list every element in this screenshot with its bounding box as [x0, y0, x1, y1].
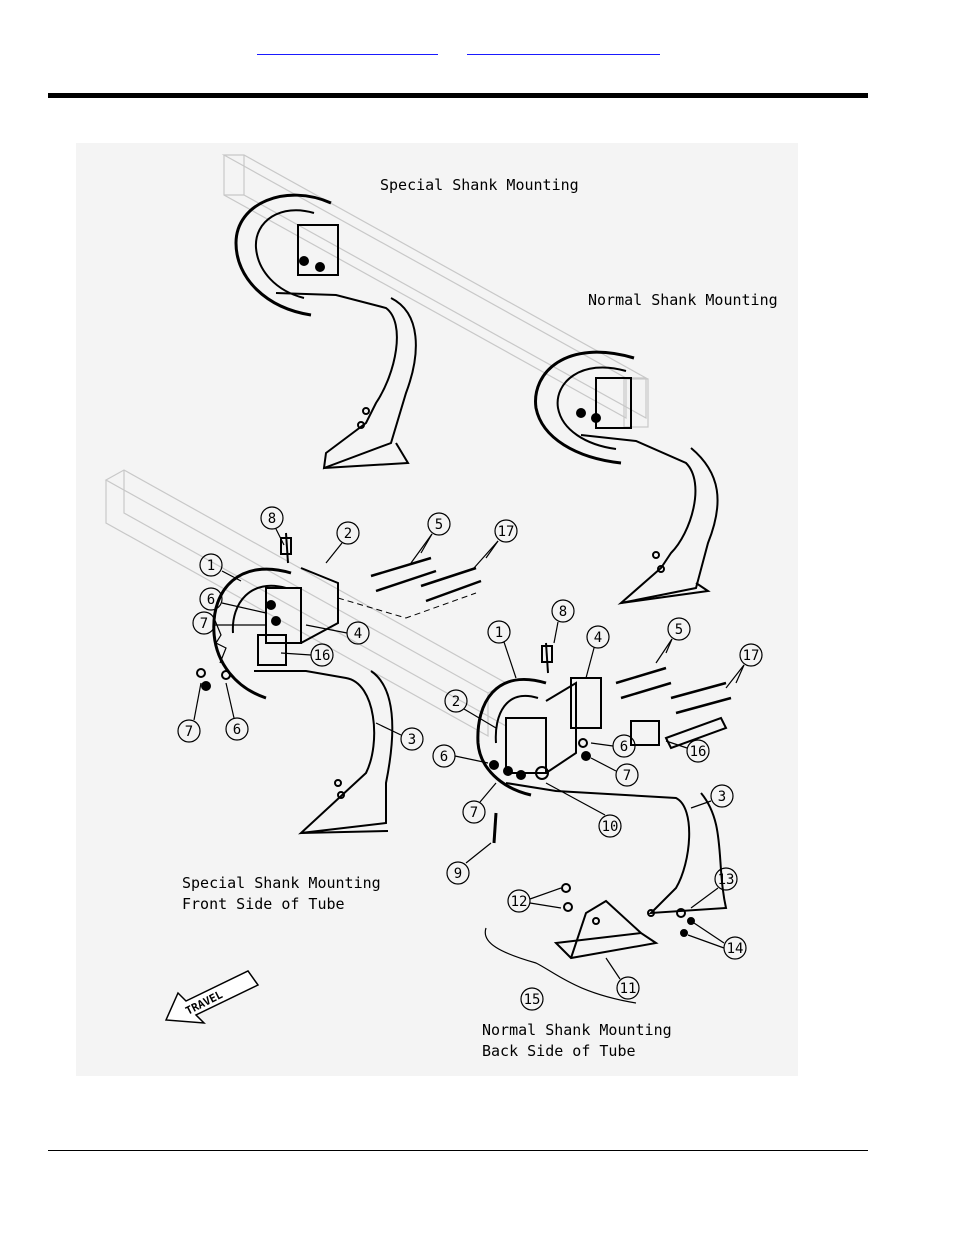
callout-7-left-lower: 7	[185, 724, 193, 740]
bottom-right-assembly	[476, 642, 732, 1004]
callout-17-left: 17	[498, 524, 515, 540]
callout-7-right: 7	[623, 768, 631, 784]
caption-special-top: Special Shank Mounting	[380, 176, 579, 194]
nav-link-2[interactable]	[467, 40, 660, 55]
callout-1-left: 1	[207, 558, 215, 574]
callout-14-right: 14	[727, 941, 744, 957]
callout-8-left: 8	[268, 511, 276, 527]
callout-5-left: 5	[435, 517, 443, 533]
caption-special-bottom-2: Front Side of Tube	[182, 895, 345, 913]
footer-rule	[48, 1150, 868, 1151]
callout-13-right: 13	[718, 872, 735, 888]
callout-16-left: 16	[314, 648, 331, 664]
callout-3-left: 3	[408, 732, 416, 748]
callout-6-left: 6	[207, 592, 215, 608]
tube-top	[221, 154, 649, 428]
callout-6-right-b: 6	[620, 739, 628, 755]
callout-1-right: 1	[495, 625, 503, 641]
caption-normal-bottom-2: Back Side of Tube	[482, 1042, 636, 1060]
callout-16-right: 16	[690, 744, 707, 760]
caption-normal-top: Normal Shank Mounting	[588, 291, 778, 309]
callout-11-right: 11	[620, 981, 637, 997]
travel-arrow: TRAVEL	[164, 970, 260, 1024]
header-rule	[48, 93, 868, 98]
parts-diagram: 8 2 1 6 7 4 16 7 6 3 5 17 8 4 5 17 1 2 6…	[76, 143, 798, 1076]
captions: Special Shank Mounting Normal Shank Moun…	[182, 176, 778, 1060]
callout-15-right: 15	[524, 992, 541, 1008]
callout-17-right: 17	[743, 648, 760, 664]
callout-2-left: 2	[344, 526, 352, 542]
callout-7-left: 7	[200, 616, 208, 632]
callout-7-right-b: 7	[470, 805, 478, 821]
callout-3-right: 3	[718, 789, 726, 805]
callout-10-right: 10	[602, 819, 619, 835]
caption-special-bottom-1: Special Shank Mounting	[182, 874, 381, 892]
callout-6-right: 6	[440, 749, 448, 765]
callout-12-right: 12	[511, 894, 528, 910]
top-right-assembly	[534, 350, 719, 605]
callout-9-right: 9	[454, 866, 462, 882]
nav-link-1[interactable]	[257, 40, 438, 55]
callout-4-right: 4	[594, 630, 602, 646]
caption-normal-bottom-1: Normal Shank Mounting	[482, 1021, 672, 1039]
callouts	[177, 506, 763, 1011]
top-left-assembly	[234, 193, 417, 470]
callout-8-right: 8	[559, 604, 567, 620]
callout-numbers: 8 2 1 6 7 4 16 7 6 3 5 17 8 4 5 17 1 2 6…	[185, 511, 760, 1008]
callout-2-right: 2	[452, 694, 460, 710]
callout-6-left-lower: 6	[233, 722, 241, 738]
callout-4-left: 4	[354, 626, 362, 642]
callout-5-right: 5	[675, 622, 683, 638]
bottom-left-assembly	[196, 532, 482, 835]
